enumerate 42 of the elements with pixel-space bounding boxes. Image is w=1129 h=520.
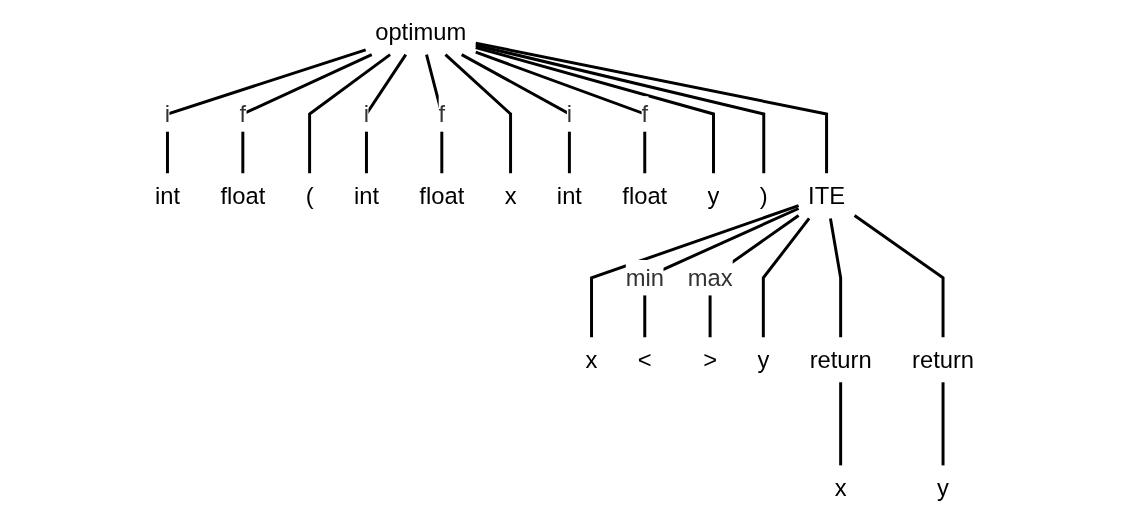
node-text: y — [937, 474, 949, 501]
node-text: float — [622, 182, 668, 209]
connector — [475, 50, 647, 174]
node-text: int — [556, 182, 582, 209]
node-text: x — [504, 182, 517, 209]
node-text: ) — [759, 182, 768, 209]
node-text: > — [703, 346, 718, 373]
connector — [475, 46, 715, 174]
node-text: x — [585, 346, 598, 373]
connector — [839, 382, 843, 466]
node-text: float — [419, 182, 465, 209]
edge-label: i — [363, 100, 370, 128]
connector — [475, 41, 829, 174]
edge-label: min — [625, 264, 664, 291]
node-text: y — [707, 182, 720, 209]
edge-label: i — [164, 100, 171, 128]
edge-label: max — [687, 264, 733, 291]
edge-label: f — [239, 100, 247, 128]
node-text: y — [757, 346, 770, 373]
node-text: return — [809, 346, 872, 373]
connector — [853, 214, 945, 338]
edge-label: f — [641, 100, 649, 128]
node-text: int — [154, 182, 181, 209]
node-text: ( — [305, 182, 314, 209]
connector — [475, 43, 766, 174]
connector — [444, 53, 513, 174]
node-text: int — [353, 182, 380, 209]
connector — [460, 53, 571, 174]
connector — [166, 48, 367, 174]
node-text: ITE — [808, 182, 846, 209]
edge-label: f — [438, 100, 446, 128]
connector — [828, 218, 843, 338]
connector — [308, 53, 391, 174]
node-text: optimum — [375, 19, 467, 46]
node-text: x — [834, 474, 847, 501]
connector — [241, 53, 373, 174]
node-text: return — [912, 346, 975, 373]
edge-label: i — [566, 100, 573, 128]
node-text: < — [637, 346, 652, 373]
node-text: float — [220, 182, 266, 209]
connector — [941, 382, 945, 466]
connector — [761, 217, 811, 338]
